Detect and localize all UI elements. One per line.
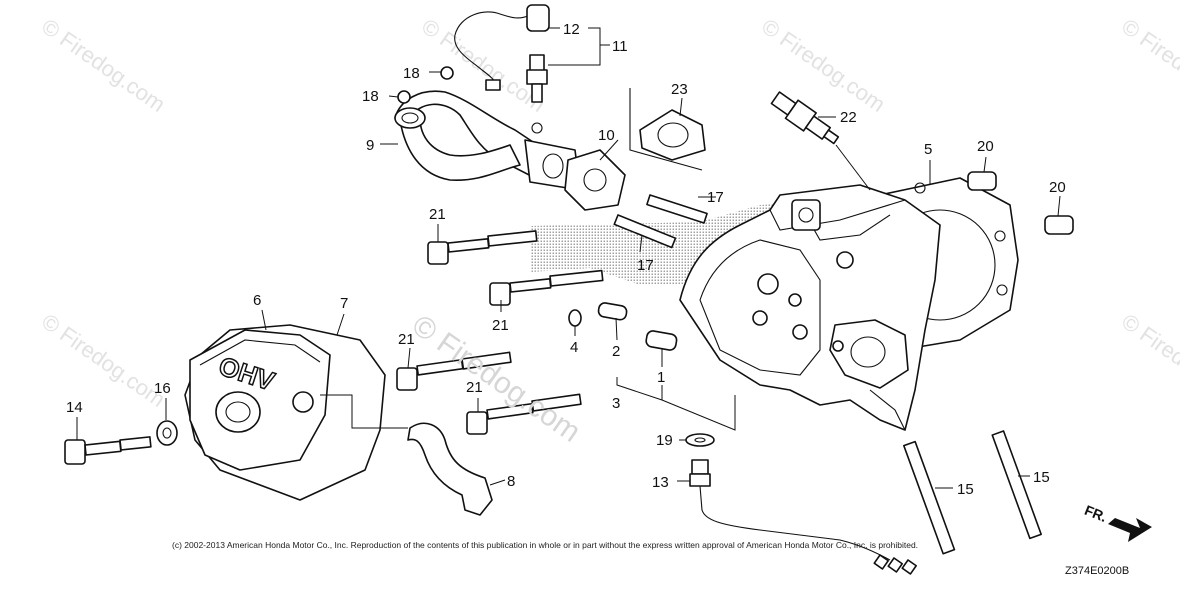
callout-20: 20 bbox=[1049, 179, 1066, 196]
oxygen-sensor bbox=[454, 4, 550, 103]
callout-22: 22 bbox=[840, 109, 857, 126]
callout-10: 10 bbox=[598, 127, 615, 144]
callout-11: 11 bbox=[612, 38, 628, 55]
watermark: © Firedog.com bbox=[37, 309, 170, 412]
callout-9: 9 bbox=[366, 137, 374, 154]
callout-19: 19 bbox=[656, 432, 673, 449]
exhaust-gasket bbox=[564, 149, 626, 211]
washer bbox=[156, 420, 178, 446]
callout-16: 16 bbox=[154, 380, 171, 397]
callout-14: 14 bbox=[66, 399, 83, 416]
leader-lines bbox=[76, 27, 1061, 489]
callout-21: 21 bbox=[429, 206, 446, 223]
cover-bolt bbox=[64, 436, 152, 465]
callout-18: 18 bbox=[403, 65, 420, 82]
callout-20: 20 bbox=[977, 138, 994, 155]
flange-bolt bbox=[489, 269, 604, 306]
gasket-hole bbox=[583, 168, 607, 192]
sealing-washer bbox=[685, 433, 715, 447]
watermark: © Firedog.com bbox=[37, 14, 170, 117]
callout-3: 3 bbox=[612, 395, 620, 412]
callout-8: 8 bbox=[507, 473, 515, 490]
callout-5: 5 bbox=[924, 141, 932, 158]
dowel-pin bbox=[967, 171, 997, 191]
callout-7: 7 bbox=[340, 295, 348, 312]
callout-12: 12 bbox=[563, 21, 580, 38]
gasket-hole bbox=[914, 182, 926, 194]
callout-17: 17 bbox=[707, 189, 724, 206]
callout-4: 4 bbox=[570, 339, 578, 356]
spark-plug bbox=[770, 91, 840, 145]
clip bbox=[568, 309, 582, 327]
callouts: 12 11 18 18 23 22 9 10 5 20 20 17 17 21 … bbox=[66, 21, 1066, 498]
head-cover: OHV bbox=[184, 324, 386, 501]
washer-hole bbox=[162, 427, 172, 439]
diagram-code: Z374E0200B bbox=[1065, 565, 1129, 577]
callout-13: 13 bbox=[652, 474, 669, 491]
direction-label: FR. bbox=[1082, 502, 1109, 525]
copyright-notice: (c) 2002-2013 American Honda Motor Co., … bbox=[172, 540, 918, 550]
watermark: © Firedog.com bbox=[1117, 309, 1180, 412]
valve-guide bbox=[645, 330, 678, 351]
callout-1: 1 bbox=[657, 369, 665, 386]
callout-21: 21 bbox=[492, 317, 509, 334]
callout-17: 17 bbox=[637, 257, 654, 274]
breather-tube bbox=[407, 422, 493, 516]
stud-bolt bbox=[991, 430, 1042, 540]
callout-15: 15 bbox=[1033, 469, 1050, 486]
callout-21: 21 bbox=[398, 331, 415, 348]
flange-bolt bbox=[427, 230, 538, 265]
callout-6: 6 bbox=[253, 292, 261, 309]
cylinder-head bbox=[679, 184, 941, 431]
flange-bolt bbox=[396, 351, 512, 391]
gasket-23-panel bbox=[629, 88, 706, 171]
callout-2: 2 bbox=[612, 343, 620, 360]
dowel-pin bbox=[1044, 215, 1074, 235]
gasket-hole bbox=[996, 284, 1008, 296]
valve-guide bbox=[597, 302, 628, 321]
callout-21: 21 bbox=[466, 379, 483, 396]
oil-sensor bbox=[689, 459, 917, 575]
callout-15: 15 bbox=[957, 481, 974, 498]
stud-bolt bbox=[903, 440, 956, 555]
washer-hole bbox=[694, 437, 706, 443]
stud-bolt bbox=[613, 214, 677, 249]
flange-bolt bbox=[466, 393, 582, 435]
watermark: © Firedog.com bbox=[1117, 14, 1180, 117]
callout-23: 23 bbox=[671, 81, 688, 98]
gasket-hole bbox=[994, 230, 1006, 242]
exhaust-pipe bbox=[394, 66, 581, 191]
callout-18: 18 bbox=[362, 88, 379, 105]
direction-arrow: FR. bbox=[1082, 502, 1152, 542]
stud-bolt bbox=[646, 194, 708, 224]
